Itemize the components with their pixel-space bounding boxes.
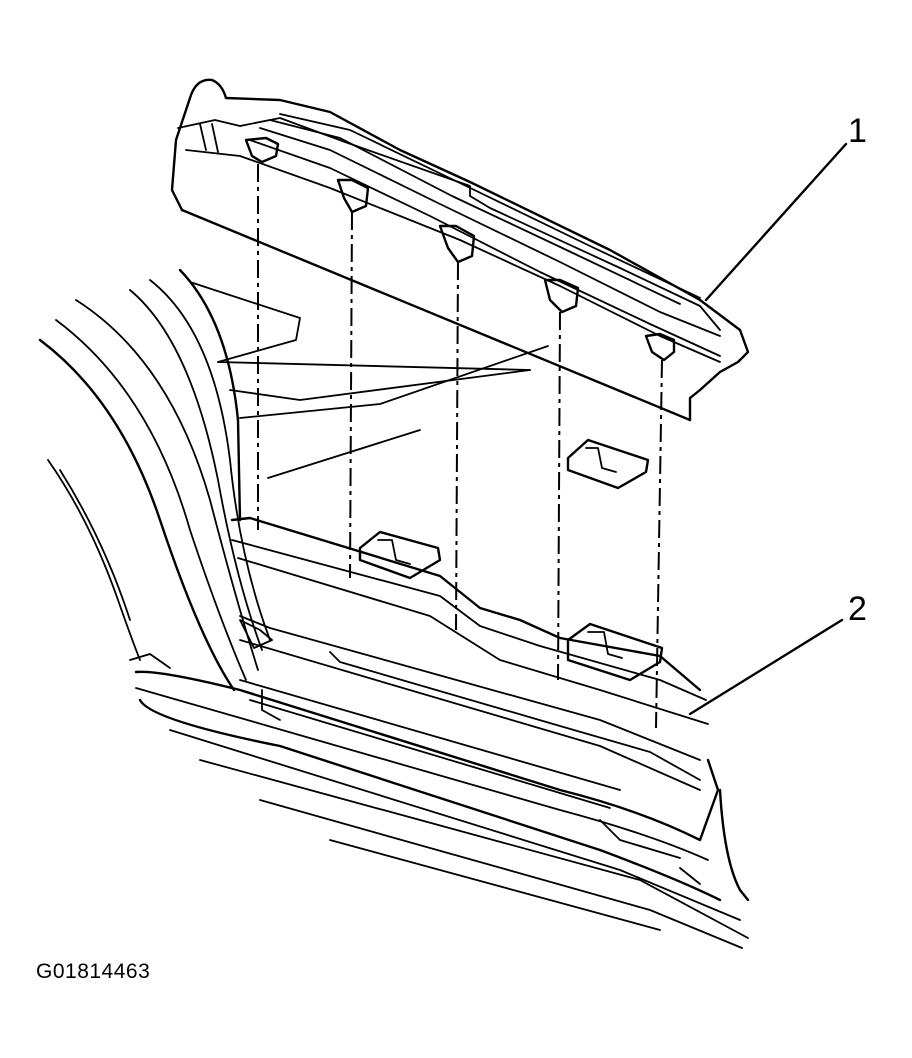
figure-id: G01814463 — [36, 960, 151, 983]
body-sill-part-2 — [38, 268, 750, 949]
callout-2: 2 — [848, 590, 867, 628]
alignment-dashed-lines — [257, 164, 663, 729]
trim-panel-part-1 — [170, 78, 750, 422]
callout-1: 1 — [848, 112, 867, 150]
callout-leaders — [688, 142, 848, 716]
